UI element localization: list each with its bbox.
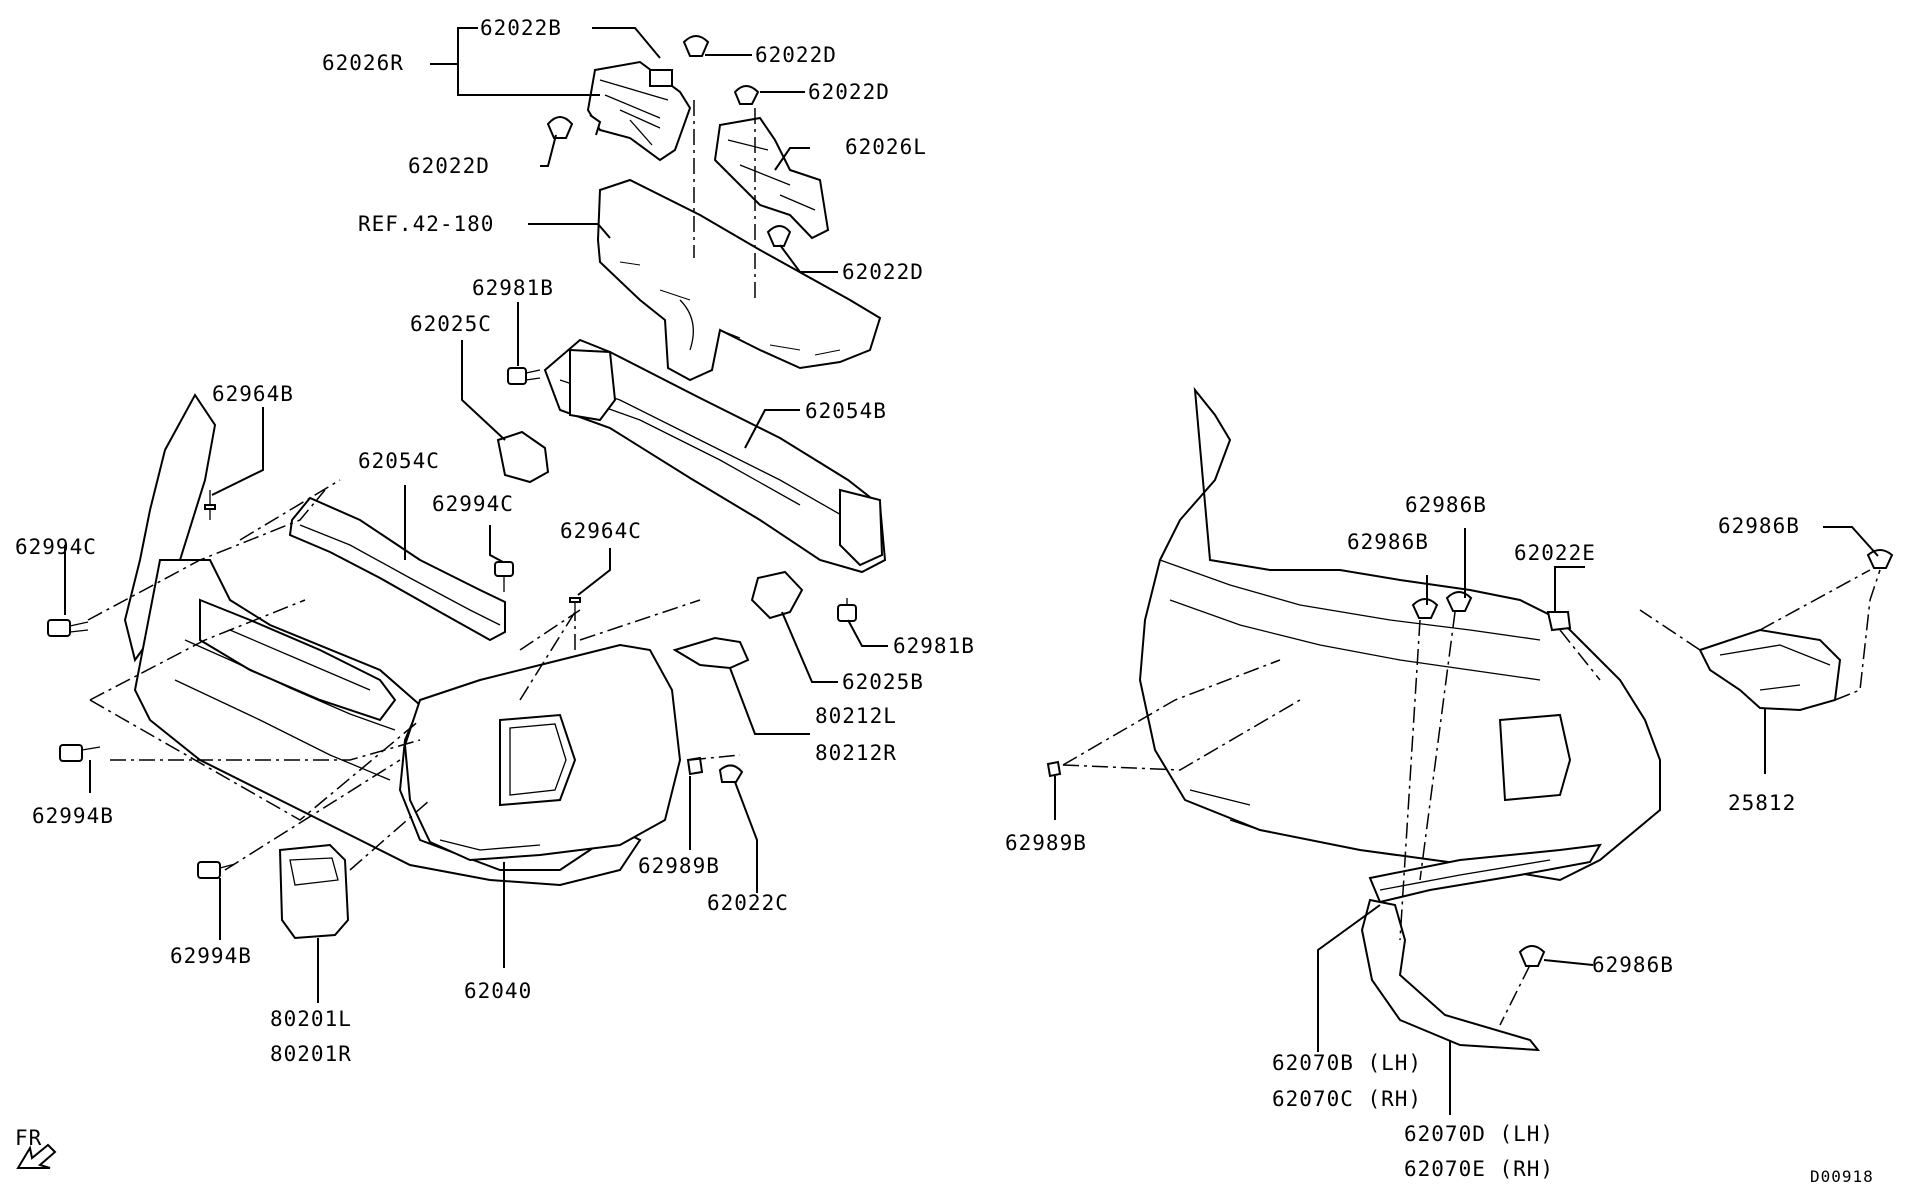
label-62994c-1: 62994C (432, 492, 514, 516)
label-62989b-2: 62989B (1005, 831, 1087, 855)
label-62989b-1: 62989B (638, 854, 720, 878)
label-62022d-4: 62022D (842, 260, 924, 284)
fasteners-left (47, 490, 581, 879)
label-62025b: 62025B (842, 670, 924, 694)
label-62054c: 62054C (358, 449, 440, 473)
phantom-lines (87, 100, 1881, 1026)
label-62022b: 62022B (480, 16, 562, 40)
label-62054b: 62054B (805, 399, 887, 423)
label-62981b-1: 62981B (472, 276, 554, 300)
label-62994b-1: 62994B (32, 804, 114, 828)
label-62025c: 62025C (410, 312, 492, 336)
label-ref-42-180: REF.42-180 (358, 212, 494, 236)
leader-lines (64, 27, 1879, 1115)
label-62994b-2: 62994B (170, 944, 252, 968)
label-62994c-2: 62994C (15, 535, 97, 559)
ref-crossmember (596, 178, 882, 382)
label-25812: 25812 (1728, 791, 1796, 815)
bar-62054c (288, 496, 506, 642)
label-62022d-1: 62022D (755, 43, 837, 67)
label-62026r: 62026R (322, 51, 404, 75)
misc-parts-left (278, 636, 750, 940)
callout-labels: 62022B 62026R 62022D 62022D 62026L 62022… (15, 16, 1874, 1186)
label-62022c: 62022C (707, 891, 789, 915)
front-arrow-icon (16, 1143, 57, 1169)
label-62022d-3: 62022D (408, 154, 490, 178)
label-62070d: 62070D (LH) (1404, 1122, 1554, 1146)
label-62964c: 62964C (560, 519, 642, 543)
label-diagram-code: D00918 (1810, 1167, 1874, 1186)
reinforcement-62054b (543, 338, 887, 574)
label-62986b-1: 62986B (1405, 493, 1487, 517)
label-62070b: 62070B (LH) (1272, 1051, 1422, 1075)
bumper-right-view (1046, 386, 1894, 1052)
label-62040: 62040 (464, 979, 532, 1003)
label-62070e: 62070E (RH) (1404, 1157, 1554, 1181)
bracket-62026r (586, 60, 692, 162)
clip-62022d-top (546, 35, 792, 247)
label-62986b-4: 62986B (1592, 953, 1674, 977)
label-62964b: 62964B (212, 382, 294, 406)
bracket-62026l (713, 116, 830, 240)
bumper-62040 (123, 393, 682, 887)
label-fr: FR (15, 1126, 42, 1150)
label-62022d-2: 62022D (808, 80, 890, 104)
label-62986b-3: 62986B (1718, 514, 1800, 538)
label-62986b-2: 62986B (1347, 530, 1429, 554)
label-80212r: 80212R (815, 741, 897, 765)
bracket-62025 (496, 430, 804, 620)
label-62026l: 62026L (845, 135, 927, 159)
label-62981b-2: 62981B (893, 634, 975, 658)
label-62022e: 62022E (1514, 541, 1596, 565)
label-80212l: 80212L (815, 704, 897, 728)
label-80201l: 80201L (270, 1007, 352, 1031)
label-80201r: 80201R (270, 1042, 352, 1066)
bolt-62981b (507, 367, 857, 622)
label-62070c: 62070C (RH) (1272, 1087, 1422, 1111)
